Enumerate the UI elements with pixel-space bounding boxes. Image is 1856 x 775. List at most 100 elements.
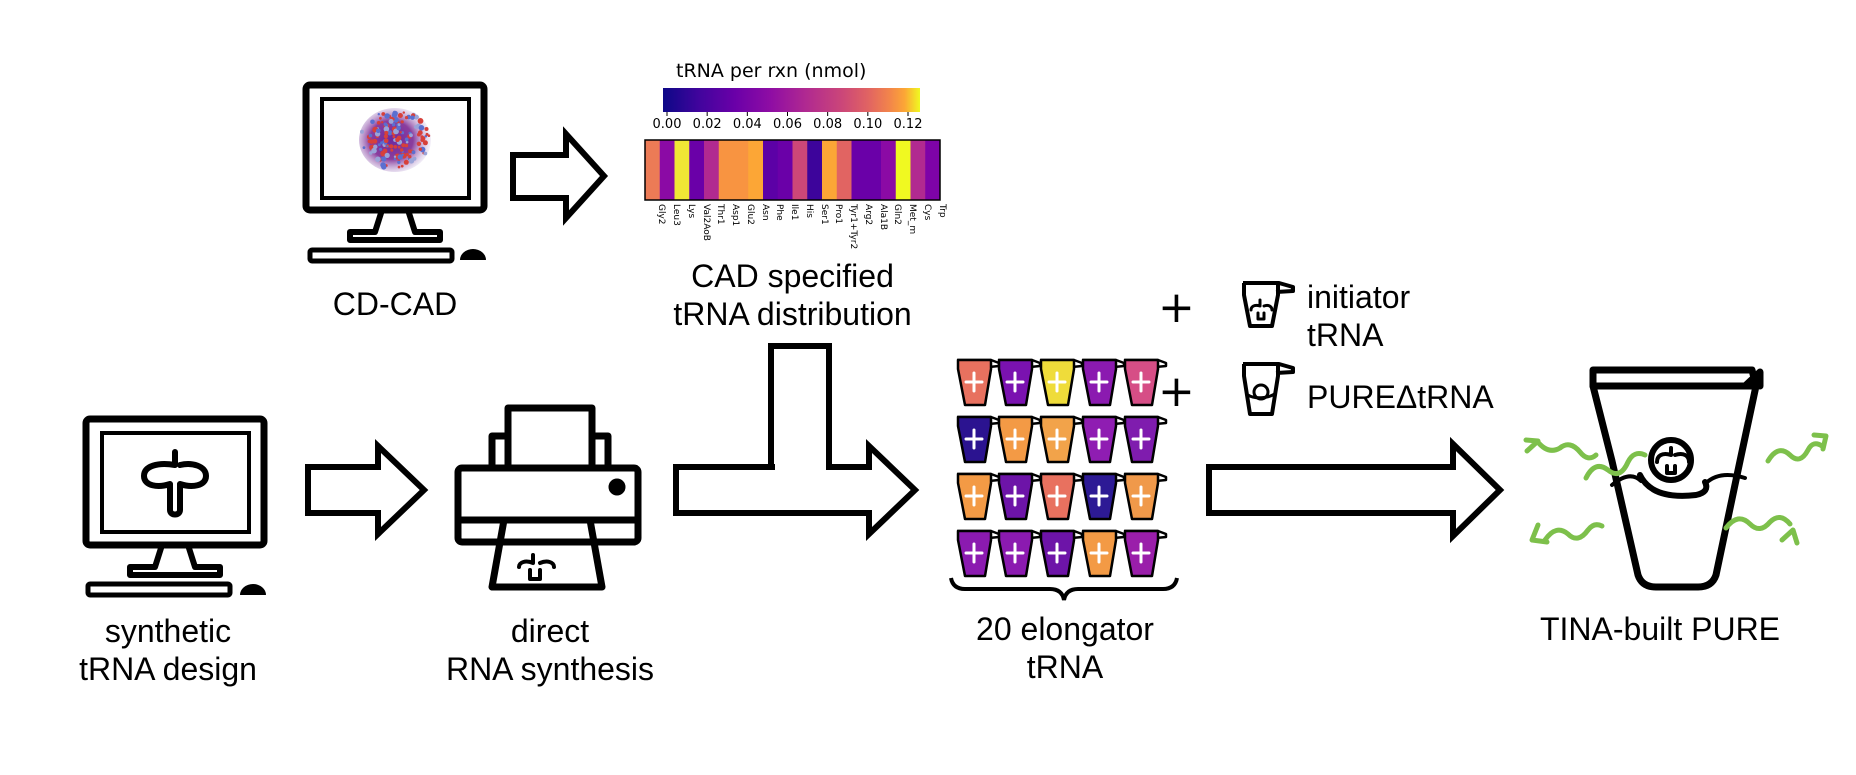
colorbar: [663, 88, 920, 112]
initiator-tube-icon: [1242, 281, 1295, 328]
molecule-atom: [379, 147, 383, 151]
heatmap-cell: [748, 140, 764, 200]
elongator-tube: [1039, 529, 1084, 578]
tina-pure-tube-icon: [1589, 366, 1764, 591]
trna-heatmap: [644, 139, 941, 201]
trna-glyph-icon: [141, 449, 209, 518]
label-pure-delta-trna: PUREΔtRNA: [1307, 379, 1494, 415]
molecule-atom: [400, 148, 404, 152]
molecule-atom: [384, 123, 389, 128]
heatmap-label: Val2AoB: [700, 204, 711, 241]
heatmap-cell: [910, 140, 926, 200]
elongator-tube: [1081, 472, 1126, 521]
colorbar-tick-label: 0.10: [853, 117, 883, 132]
molecule-atom: [360, 129, 364, 134]
molecule-atom: [417, 118, 424, 124]
heatmap-label: Lys: [685, 204, 696, 219]
molecule-atom: [412, 156, 417, 161]
heatmap-label: Ser1: [818, 204, 829, 225]
monitor-synthetic-icon: [82, 415, 268, 598]
plus-sign-pure: +: [1158, 366, 1195, 417]
elongator-tube: [1039, 415, 1084, 464]
heatmap-cell: [645, 140, 661, 200]
molecule-atom: [420, 135, 424, 139]
molecule-atom: [371, 147, 377, 154]
molecule-atom: [384, 130, 389, 135]
heatmap-cell: [895, 140, 911, 200]
heatmap-label: Gln2: [892, 204, 903, 225]
heatmap-cell: [763, 140, 779, 200]
molecule-atom: [418, 147, 422, 151]
heatmap-frame: [644, 139, 941, 201]
plus-sign-initiator: +: [1158, 282, 1195, 333]
heatmap-cell: [733, 140, 749, 200]
molecule-atom: [397, 113, 403, 118]
arrow-cad-to-heatmap: [510, 126, 609, 226]
molecule-atom: [423, 151, 428, 156]
molecule-atom: [410, 115, 415, 120]
molecule-atom: [401, 143, 406, 148]
molecule-atom: [427, 134, 431, 137]
molecule-atom: [388, 118, 394, 124]
heatmap-label: Asn: [759, 204, 770, 221]
molecule-atom: [395, 137, 400, 142]
molecule-atom: [383, 126, 390, 132]
label-direct-synthesis: direct RNA synthesis: [445, 613, 655, 687]
arrow-synthesis-to-tubes: [673, 438, 920, 542]
heatmap-label: Ala1B: [877, 204, 888, 231]
molecule-atom: [362, 146, 366, 150]
molecule-atom: [386, 145, 389, 148]
heatmap-label: Cys: [921, 204, 932, 221]
elongator-tube: [1123, 358, 1168, 407]
label-cd-cad: CD-CAD: [332, 286, 458, 322]
molecule-atom: [381, 156, 387, 162]
heatmap-cell: [851, 140, 867, 200]
molecule-atom: [381, 121, 384, 124]
heatmap-label: Tyr1+Tyr2: [848, 204, 859, 250]
tube-grid-brace: [949, 577, 1179, 601]
colorbar-tick-label: 0.04: [732, 117, 762, 132]
colorbar-ticks: [666, 112, 909, 116]
monitor-cd-cad-icon: [302, 81, 488, 264]
heatmap-cell: [777, 140, 793, 200]
molecule-atom: [400, 120, 404, 124]
molecule-atom: [424, 127, 429, 131]
elongator-tube: [956, 529, 1001, 578]
heatmap-cell: [704, 140, 720, 200]
molecule-atom: [384, 152, 390, 158]
molecule-atom: [391, 122, 396, 127]
molecule-atom: [418, 125, 425, 131]
molecule-atom: [404, 137, 409, 142]
molecule-atom: [404, 116, 409, 120]
heatmap-label: His: [803, 204, 814, 218]
colorbar-tick-label: 0.08: [813, 117, 843, 132]
molecule-atom: [397, 123, 401, 126]
connector-cad-to-tubes: [768, 343, 832, 470]
molecule-atom: [393, 145, 398, 149]
heatmap-label: Glu2: [744, 204, 755, 225]
elongator-tube: [997, 358, 1042, 407]
elongator-tube-grid: [956, 358, 1168, 578]
elongator-tube: [956, 472, 1001, 521]
molecule-atom: [403, 159, 409, 165]
molecule-atom: [383, 134, 388, 139]
molecule-atom: [416, 141, 422, 146]
molecule-atom: [389, 144, 394, 149]
molecule-atom: [408, 158, 415, 164]
printer-icon: [454, 404, 642, 591]
molecule-atom: [384, 113, 390, 119]
molecule-atom: [380, 162, 386, 168]
molecule-atom: [383, 138, 389, 144]
heatmap-cell: [659, 140, 675, 200]
molecule-atom: [376, 128, 381, 134]
molecule-atom: [377, 143, 381, 147]
heatmap-label: Ile1: [789, 204, 800, 221]
colorbar-tick-label: 0.02: [692, 117, 722, 132]
molecule-atom: [400, 164, 404, 168]
molecule-atom: [408, 155, 412, 159]
pure-delta-tube-icon: [1242, 362, 1295, 416]
molecule-atom: [417, 130, 423, 136]
heatmap-label: Arg2: [862, 204, 873, 226]
molecule-atom: [392, 135, 396, 139]
